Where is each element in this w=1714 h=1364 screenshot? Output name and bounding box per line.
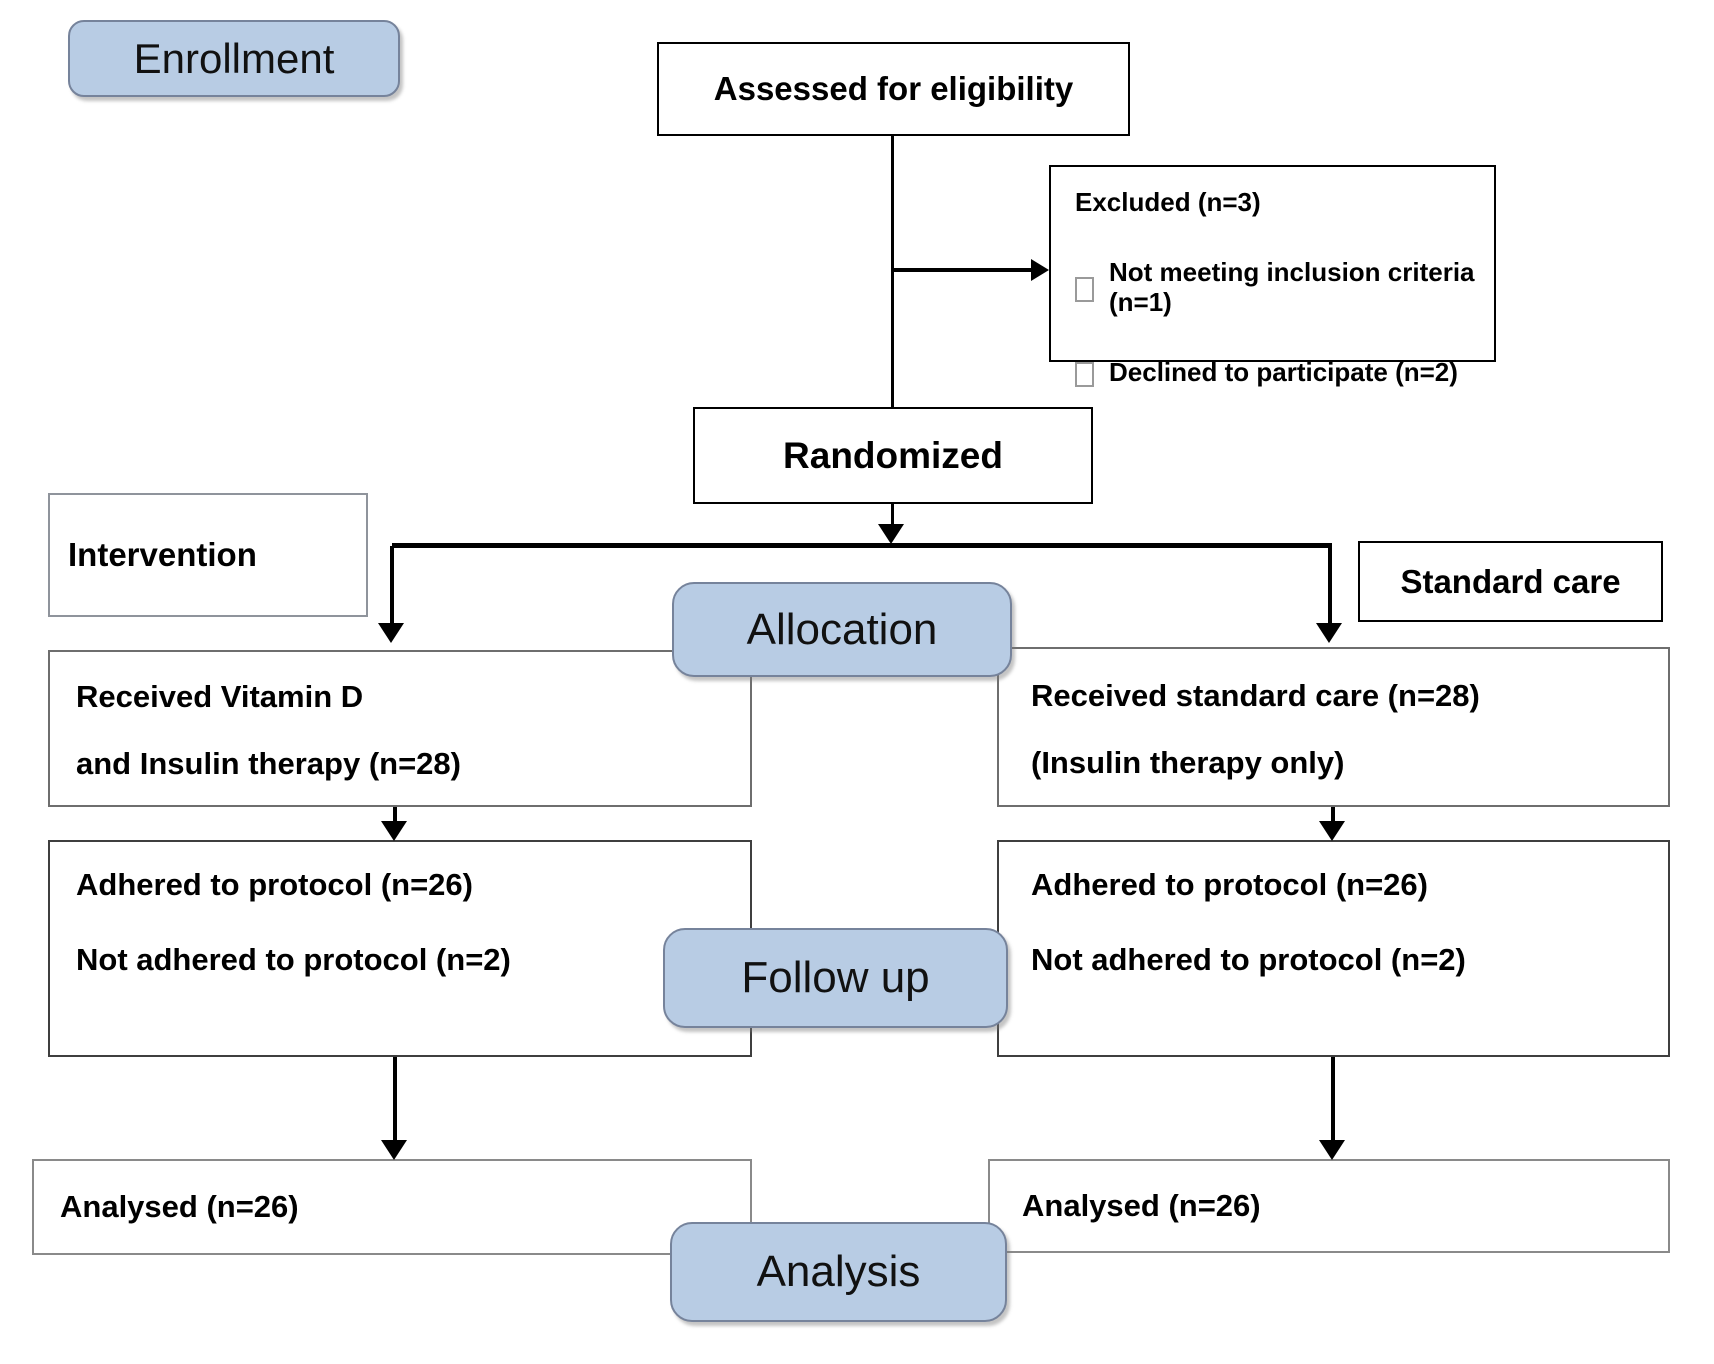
arrowhead-analysed-left-icon — [381, 1140, 407, 1160]
connector-randomized-to-branch — [891, 504, 894, 526]
arrowhead-followup-left-icon — [381, 821, 407, 841]
arrowhead-branch-icon — [878, 524, 904, 544]
received-standard-care-box: Received standard care (n=28) (Insulin t… — [997, 647, 1670, 807]
excluded-item-text: Declined to participate (n=2) — [1109, 357, 1458, 387]
followup-intervention-box: Adhered to protocol (n=26) Not adhered t… — [48, 840, 752, 1057]
randomized-box: Randomized — [693, 407, 1093, 504]
followup-standard-care-line2: Not adhered to protocol (n=2) — [1031, 942, 1466, 977]
assessed-eligibility-box: Assessed for eligibility — [657, 42, 1130, 136]
excluded-item: Not meeting inclusion criteria (n=1) — [1075, 257, 1484, 317]
missing-glyph-bullet-icon — [1075, 361, 1094, 387]
followup-intervention-line2: Not adhered to protocol (n=2) — [76, 942, 511, 977]
followup-standard-care-box: Adhered to protocol (n=26) Not adhered t… — [997, 840, 1670, 1057]
excluded-item-text: Not meeting inclusion criteria (n=1) — [1109, 257, 1475, 317]
followup-standard-care-line1: Adhered to protocol (n=26) — [1031, 867, 1428, 902]
standard-care-arm-label-box: Standard care — [1358, 541, 1663, 622]
connector-branch-left — [390, 546, 394, 624]
received-intervention-box: Received Vitamin D and Insulin therapy (… — [48, 650, 752, 807]
connector-alloc-followup-right — [1331, 807, 1335, 823]
intervention-arm-label-box: Intervention — [48, 493, 368, 617]
connector-branch-right — [1328, 546, 1332, 624]
followup-phase-label: Follow up — [663, 928, 1008, 1028]
followup-intervention-line1: Adhered to protocol (n=26) — [76, 867, 473, 902]
allocation-phase-label: Allocation — [672, 582, 1012, 677]
received-intervention-line1: Received Vitamin D — [76, 679, 364, 714]
missing-glyph-bullet-icon — [1075, 276, 1094, 302]
connector-followup-analysed-right — [1331, 1057, 1335, 1141]
excluded-title: Excluded (n=3) — [1075, 187, 1261, 217]
arrowhead-followup-right-icon — [1319, 821, 1345, 841]
arrowhead-alloc-right-icon — [1316, 623, 1342, 643]
connector-alloc-followup-left — [393, 807, 397, 823]
analysis-phase-label: Analysis — [670, 1222, 1007, 1322]
excluded-box: Excluded (n=3) Not meeting inclusion cri… — [1049, 165, 1496, 387]
connector-assessed-to-randomized — [891, 136, 894, 407]
excluded-item: Declined to participate (n=2) — [1075, 357, 1484, 387]
received-intervention-line2: and Insulin therapy (n=28) — [76, 746, 461, 781]
analysed-intervention-box: Analysed (n=26) — [32, 1159, 752, 1255]
received-standard-care-line2: (Insulin therapy only) — [1031, 745, 1345, 780]
arrowhead-analysed-right-icon — [1319, 1140, 1345, 1160]
received-standard-care-line1: Received standard care (n=28) — [1031, 678, 1480, 713]
analysed-standard-care-box: Analysed (n=26) — [988, 1159, 1670, 1253]
connector-to-excluded — [893, 268, 1031, 272]
arrowhead-alloc-left-icon — [378, 623, 404, 643]
arrowhead-excluded-icon — [1031, 259, 1049, 281]
connector-followup-analysed-left — [393, 1057, 397, 1141]
enrollment-phase-label: Enrollment — [68, 20, 400, 97]
branch-line — [392, 543, 1332, 548]
